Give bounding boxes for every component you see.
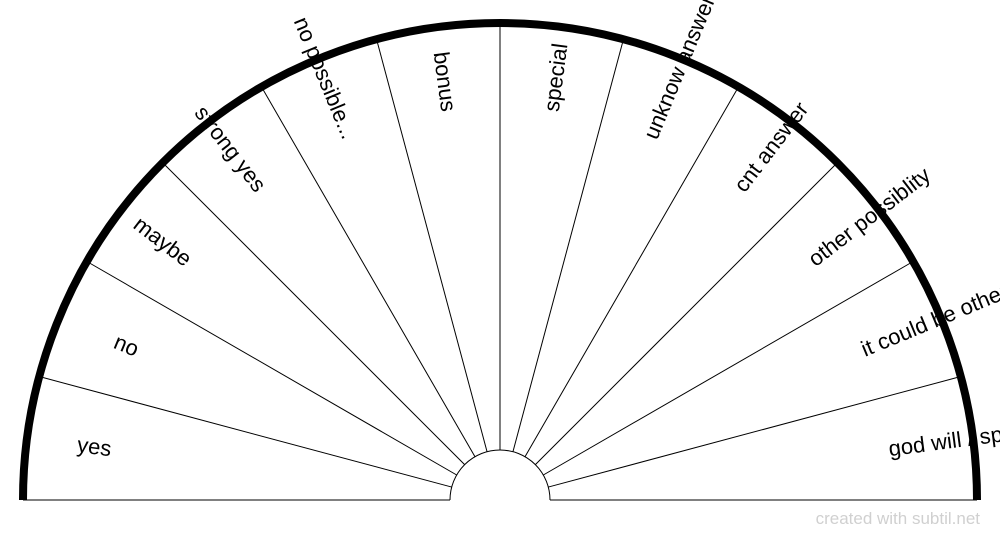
sector-label: special	[539, 42, 573, 113]
sector-label: strong yes	[190, 101, 272, 197]
sector-divider	[535, 162, 838, 465]
sector-label: god will / spirit will	[887, 414, 1000, 462]
sector-divider	[261, 86, 476, 457]
sector-divider	[524, 86, 739, 457]
sector-label: no possible...	[289, 13, 362, 142]
sector-label: no	[110, 329, 142, 361]
sector-divider	[548, 376, 961, 488]
sector-label: it could be other thing...	[857, 251, 1000, 362]
sector-dividers	[39, 23, 961, 488]
sector-divider	[86, 261, 457, 476]
sector-divider	[543, 261, 914, 476]
center-hub-arc	[449, 449, 551, 501]
sector-label: yes	[76, 432, 113, 461]
sector-label: other possiblity	[803, 162, 935, 271]
sector-divider	[512, 39, 624, 452]
sector-label: bonus	[429, 50, 462, 113]
footer-credit: created with subtil.net	[815, 509, 980, 528]
outer-arc	[19, 19, 981, 501]
sector-divider	[376, 39, 488, 452]
sector-divider	[39, 376, 452, 488]
sector-divider	[162, 162, 465, 465]
sector-label: maybe	[129, 211, 197, 271]
